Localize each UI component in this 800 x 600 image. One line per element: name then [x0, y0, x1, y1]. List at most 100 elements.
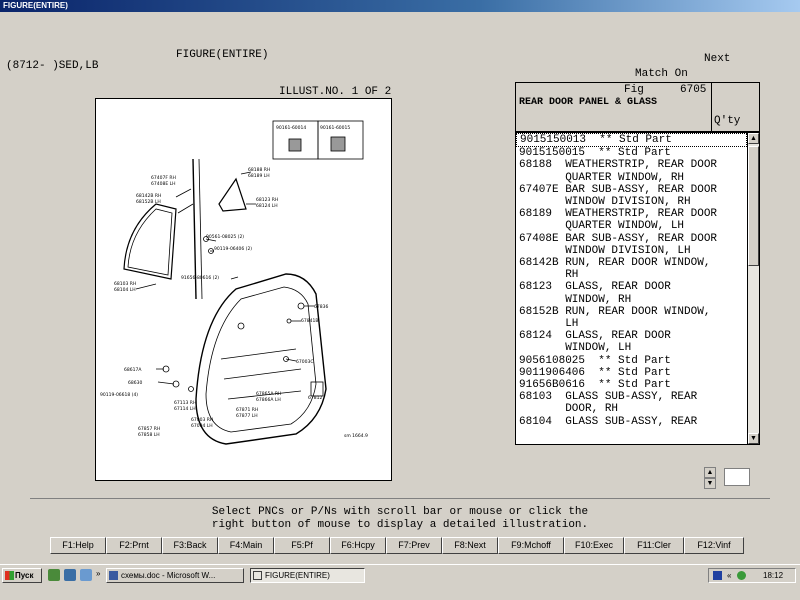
- word-icon: [109, 571, 118, 580]
- instruction-line-2: right button of mouse to display a detai…: [211, 519, 589, 531]
- instruction-line-1: Select PNCs or P/Ns with scroll bar or m…: [211, 506, 589, 518]
- model-label: (8712- )SED,LB: [6, 60, 99, 72]
- list-item[interactable]: LH: [519, 318, 579, 331]
- next-button[interactable]: Next: [704, 53, 731, 65]
- list-item[interactable]: 67407E BAR SUB-ASSY, REAR DOOR: [519, 183, 718, 196]
- label-l26: 67871 RH: [236, 407, 258, 413]
- f7-prev-button[interactable]: F7:Prev: [386, 537, 442, 554]
- f12-vinf-button[interactable]: F12:Vinf: [684, 537, 744, 554]
- label-l9: 68123 RH: [256, 197, 278, 203]
- label-l20: 68630: [128, 380, 142, 386]
- list-item[interactable]: 9015150015 ** Std Part: [519, 147, 671, 160]
- match-status: Match On: [635, 68, 688, 80]
- list-item[interactable]: 91656B0616 ** Std Part: [519, 379, 671, 392]
- taskbar-figure-window[interactable]: FIGURE(ENTIRE): [250, 568, 365, 583]
- list-item[interactable]: DOOR, RH: [519, 403, 619, 416]
- f5-pf-button[interactable]: F5:Pf: [274, 537, 330, 554]
- illust-spinner[interactable]: ▲ ▼: [704, 467, 716, 489]
- list-item[interactable]: 68124 GLASS, REAR DOOR: [519, 330, 671, 343]
- window-icon: [253, 571, 262, 580]
- system-tray: « 18:12: [708, 568, 796, 583]
- taskbar-word-document[interactable]: схемы.doc - Microsoft W...: [106, 568, 244, 583]
- list-item[interactable]: WINDOW, LH: [519, 342, 632, 355]
- list-item[interactable]: WINDOW DIVISION, LH: [519, 244, 691, 257]
- list-item[interactable]: WINDOW, RH: [519, 293, 632, 306]
- network-icon[interactable]: [737, 571, 746, 580]
- instructions: Select PNCs or P/Ns with scroll bar or m…: [30, 506, 770, 532]
- scroll-down-icon[interactable]: ▼: [748, 433, 759, 444]
- label-l13: 91656-80616 (2): [181, 275, 219, 281]
- label-l32: 90119-06618 (4): [100, 392, 138, 398]
- parts-illustration[interactable]: 90161-60014 90161-60015 67407F RH 67408E…: [95, 98, 392, 481]
- f9-mchoff-button[interactable]: F9:Mchoff: [498, 537, 564, 554]
- list-item[interactable]: 9015150013 ** Std Part: [516, 133, 747, 148]
- f2-print-button[interactable]: F2:Prnt: [106, 537, 162, 554]
- language-icon[interactable]: [713, 571, 722, 580]
- spin-up-icon[interactable]: ▲: [704, 467, 716, 478]
- list-item[interactable]: WINDOW DIVISION, RH: [519, 196, 691, 209]
- label-l16: 67836: [314, 304, 328, 310]
- fig-number: 6705: [680, 84, 707, 96]
- start-button[interactable]: Пуск: [2, 568, 42, 583]
- label-l2: 90161-60015: [320, 125, 350, 131]
- label-l19: 68617A: [124, 367, 142, 373]
- chevron-icon[interactable]: »: [96, 569, 101, 578]
- label-l29: 67004 LH: [191, 423, 213, 429]
- windows-flag-icon: [5, 571, 14, 580]
- fig-label: Fig: [624, 84, 644, 96]
- list-item[interactable]: 68103 GLASS SUB-ASSY, REAR: [519, 391, 698, 404]
- label-l22: 67866A LH: [256, 397, 281, 403]
- label-l18: 67003C: [296, 359, 313, 365]
- desktop-icon[interactable]: [64, 569, 76, 581]
- qty-header: Q'ty: [714, 115, 741, 127]
- label-l28: 67003 RH: [191, 417, 213, 423]
- list-item[interactable]: 68188 WEATHERSTRIP, REAR DOOR: [519, 159, 718, 172]
- f11-cler-button[interactable]: F11:Cler: [624, 537, 684, 554]
- browser-icon[interactable]: [48, 569, 60, 581]
- explorer-icon[interactable]: [80, 569, 92, 581]
- f8-next-button[interactable]: F8:Next: [442, 537, 498, 554]
- list-item[interactable]: 68152B RUN, REAR DOOR WINDOW,: [519, 305, 711, 318]
- f3-back-button[interactable]: F3:Back: [162, 537, 218, 554]
- label-l11: 90561-08025 (2): [206, 234, 244, 240]
- parts-list[interactable]: 9015150013 ** Std Part 9015150015 ** Std…: [515, 132, 748, 445]
- list-item[interactable]: 9056108025 ** Std Part: [519, 354, 671, 367]
- label-l33: sm 1664.9: [344, 433, 368, 439]
- quarter-window: [218, 177, 247, 212]
- label-l24: 67113 RH: [174, 400, 196, 406]
- list-item[interactable]: 68142B RUN, REAR DOOR WINDOW,: [519, 257, 711, 270]
- tray-chevron-icon[interactable]: «: [727, 571, 732, 580]
- list-item[interactable]: RH: [519, 269, 579, 282]
- list-item[interactable]: 68189 WEATHERSTRIP, REAR DOOR: [519, 208, 718, 221]
- label-l7: 68142B RH: [136, 193, 161, 199]
- small-plate: [310, 381, 324, 397]
- label-l5: 68188 RH: [248, 167, 270, 173]
- list-item[interactable]: 68104 GLASS SUB-ASSY, REAR: [519, 415, 698, 428]
- illust-page-field[interactable]: [724, 468, 750, 486]
- f1-help-button[interactable]: F1:Help: [50, 537, 106, 554]
- illust-number: ILLUST.NO. 1 OF 2: [279, 86, 392, 98]
- list-item[interactable]: QUARTER WINDOW, LH: [519, 220, 685, 233]
- spin-down-icon[interactable]: ▼: [704, 478, 716, 489]
- f4-main-button[interactable]: F4:Main: [218, 537, 274, 554]
- f10-exec-button[interactable]: F10:Exec: [564, 537, 624, 554]
- label-l4: 67408E LH: [151, 181, 175, 187]
- label-l27: 67877 LH: [236, 413, 258, 419]
- label-l8: 68152B LH: [136, 199, 161, 205]
- f6-hcpy-button[interactable]: F6:Hcpy: [330, 537, 386, 554]
- list-item[interactable]: 9011906406 ** Std Part: [519, 366, 671, 379]
- clock: 18:12: [763, 571, 784, 580]
- list-item[interactable]: 67408E BAR SUB-ASSY, REAR DOOR: [519, 232, 718, 245]
- label-l31: 67858 LH: [138, 432, 160, 438]
- parts-header-panel: Fig 6705 REAR DOOR PANEL & GLASS: [515, 82, 760, 132]
- label-l3: 67407F RH: [151, 175, 176, 181]
- list-item[interactable]: 68123 GLASS, REAR DOOR: [519, 281, 671, 294]
- scroll-up-icon[interactable]: ▲: [748, 133, 759, 144]
- fastener-box-2: [317, 120, 364, 160]
- list-item[interactable]: QUARTER WINDOW, RH: [519, 171, 685, 184]
- parts-list-scrollbar[interactable]: ▲ ▼: [748, 132, 760, 445]
- label-l21: 67865A RH: [256, 391, 281, 397]
- scroll-thumb[interactable]: [748, 146, 759, 266]
- label-l30: 67857 RH: [138, 426, 160, 432]
- label-l23: 67812: [308, 395, 322, 401]
